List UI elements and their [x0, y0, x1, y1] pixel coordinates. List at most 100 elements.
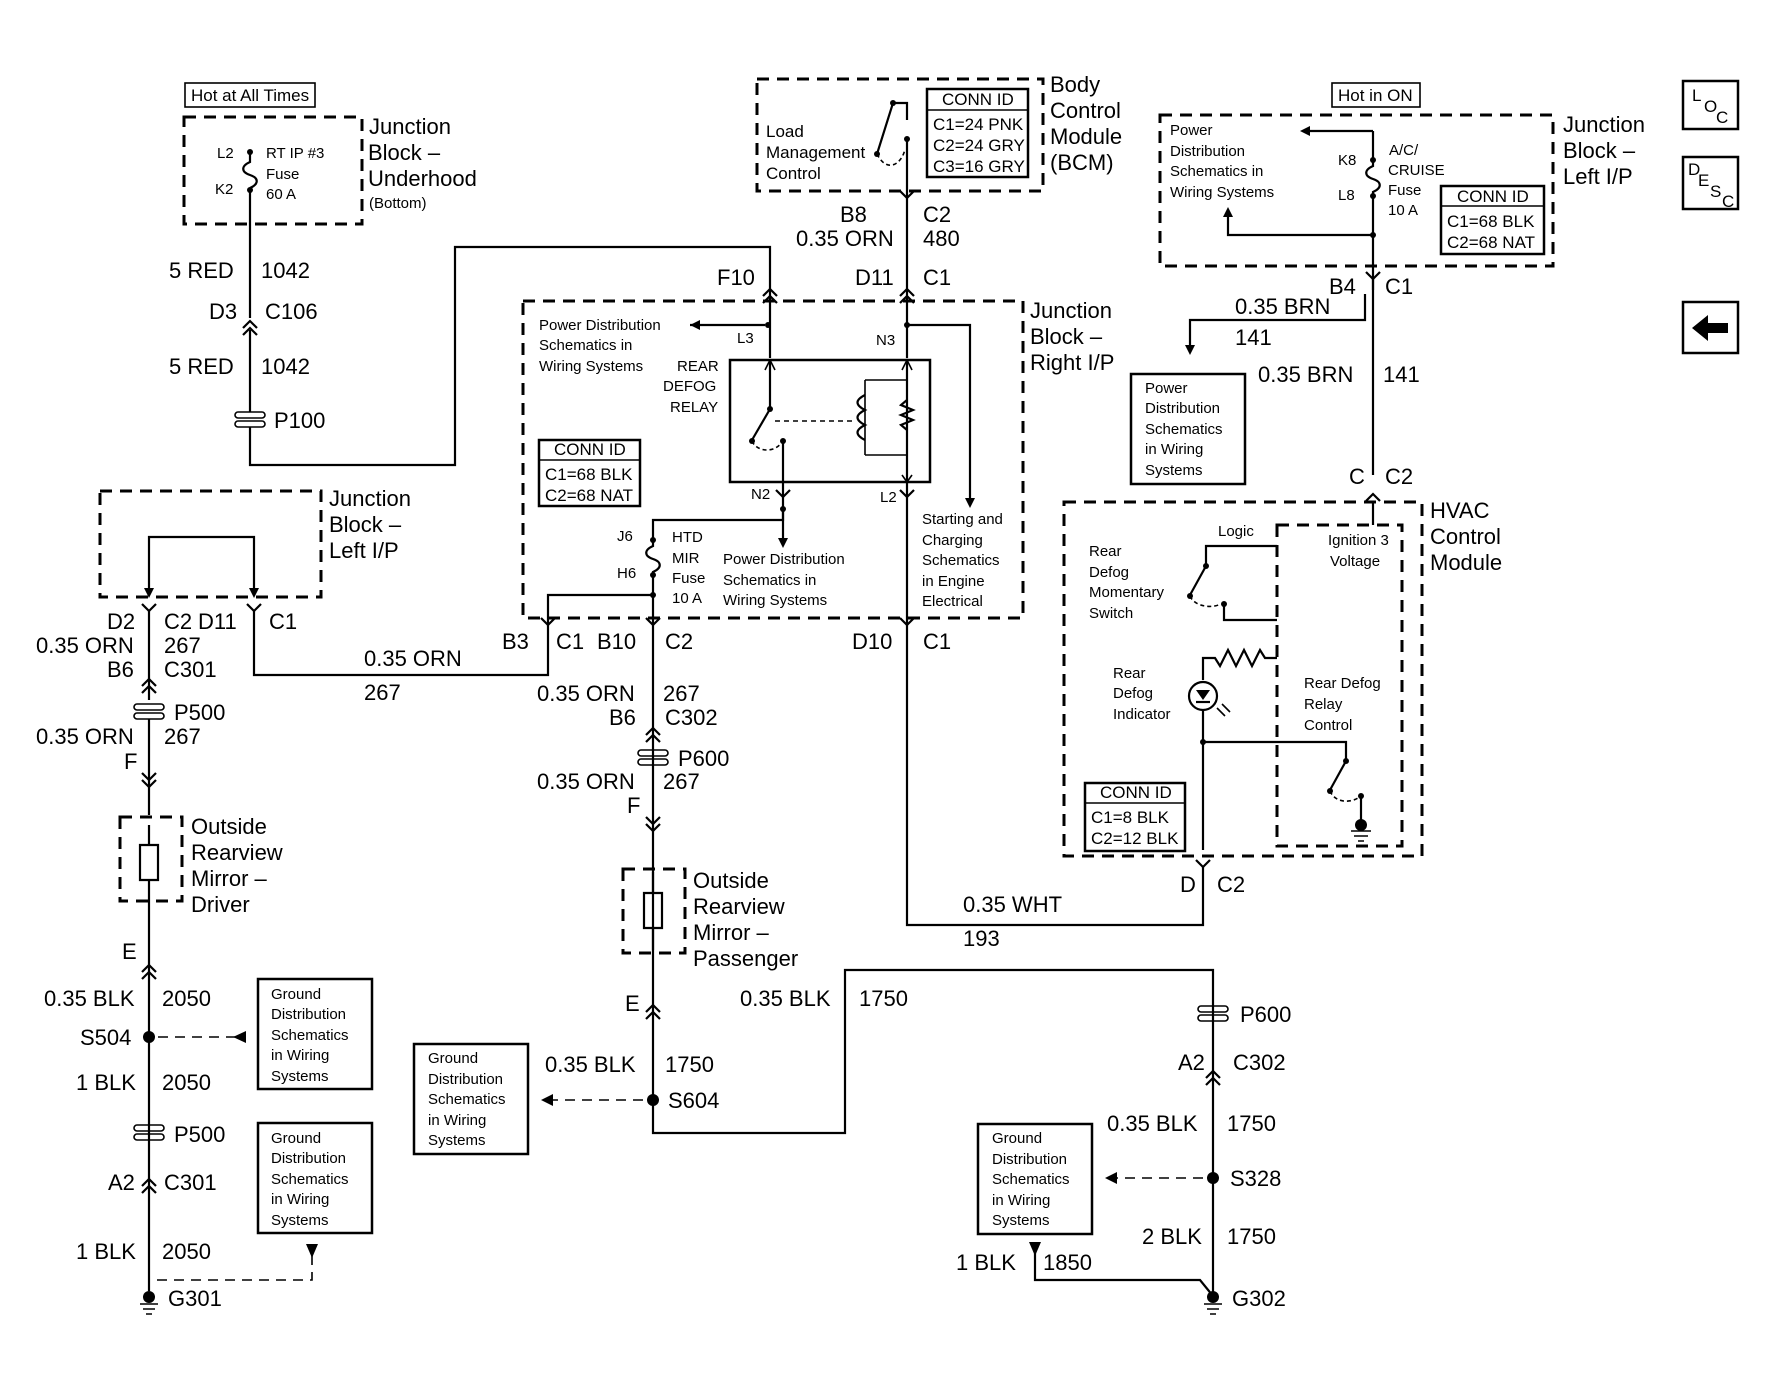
- left-arrow-icon: [1692, 315, 1728, 341]
- svg-text:Wiring Systems: Wiring Systems: [1170, 184, 1274, 201]
- bcm-label: Body Control Module (BCM): [1050, 72, 1122, 175]
- svg-text:Charging: Charging: [922, 532, 983, 549]
- hvac-connector-id: CONN ID C1=8 BLK C2=12 BLK: [1083, 781, 1187, 853]
- gds-link-3: Ground Distribution Schematics in Wiring…: [412, 1042, 530, 1156]
- svg-text:Fuse: Fuse: [672, 570, 705, 587]
- svg-text:Indicator: Indicator: [1113, 706, 1171, 723]
- svg-text:Distribution: Distribution: [428, 1071, 503, 1088]
- svg-text:CONN ID: CONN ID: [1100, 783, 1172, 802]
- svg-text:Junction: Junction: [1563, 112, 1645, 137]
- splice-s328: S328: [1230, 1166, 1281, 1191]
- rear-defog-indicator: Rear Defog Indicator: [1113, 647, 1277, 850]
- back-button[interactable]: [1681, 300, 1740, 355]
- connector-c2-d: C2: [1217, 872, 1245, 897]
- circuit-267: 267: [663, 681, 700, 706]
- svg-text:E: E: [1698, 171, 1709, 190]
- desc-button[interactable]: D E S C: [1681, 155, 1740, 211]
- pass-through-p500-b: P500: [133, 1122, 225, 1147]
- circuit-1750: 1750: [1227, 1111, 1276, 1136]
- svg-text:Block –: Block –: [1030, 324, 1103, 349]
- pin-h6: H6: [617, 565, 636, 582]
- loc-button[interactable]: L O C: [1681, 79, 1740, 131]
- starting-charging-link: Starting and Charging Schematics in Engi…: [922, 511, 1003, 610]
- connector-c2-d2: C2: [164, 609, 192, 634]
- junction-block-right-ip-label: Junction Block – Right I/P: [1030, 298, 1114, 375]
- svg-text:Systems: Systems: [271, 1212, 329, 1229]
- ignition3-section: [1275, 523, 1404, 848]
- wire-color-035orn: 0.35 ORN: [537, 681, 635, 706]
- pin-d11-mid: D11: [198, 609, 237, 634]
- wire-color-035orn: 0.35 ORN: [537, 769, 635, 794]
- circuit-2050: 2050: [162, 1239, 211, 1264]
- connector-c1: C1: [923, 265, 951, 290]
- svg-text:O: O: [1704, 97, 1717, 116]
- pin-d: D: [1180, 872, 1196, 897]
- svg-text:C2=12 BLK: C2=12 BLK: [1091, 829, 1179, 848]
- hot-at-all-times-label: Hot at All Times: [184, 82, 316, 108]
- circuit-1750: 1750: [859, 986, 908, 1011]
- junction-block-underhood-label: Junction Block – Underhood (Bottom): [368, 114, 477, 212]
- pin-d2: D2: [107, 609, 135, 634]
- pin-b4: B4: [1329, 274, 1356, 299]
- svg-text:C1=68 BLK: C1=68 BLK: [545, 465, 633, 484]
- connector-c1-d10: C1: [923, 629, 951, 654]
- svg-text:P500: P500: [174, 1122, 225, 1147]
- svg-text:Passenger: Passenger: [693, 946, 798, 971]
- svg-text:Body: Body: [1050, 72, 1100, 97]
- ground-g301: G301: [140, 1286, 222, 1315]
- svg-text:Module: Module: [1430, 550, 1502, 575]
- bcm-connector-id: CONN ID C1=24 PNK C2=24 GRY C3=16 GRY: [925, 87, 1030, 179]
- svg-text:Schematics: Schematics: [922, 552, 1000, 569]
- svg-text:Fuse: Fuse: [1388, 182, 1421, 199]
- wire-color-035brn: 0.35 BRN: [1258, 362, 1353, 387]
- svg-text:Relay: Relay: [1304, 696, 1343, 713]
- svg-text:Hot in ON: Hot in ON: [1338, 86, 1413, 105]
- svg-text:Power Distribution: Power Distribution: [539, 317, 661, 334]
- svg-text:Ground: Ground: [271, 986, 321, 1003]
- svg-text:Rear Defog: Rear Defog: [1304, 675, 1381, 692]
- wire-color-5red: 5 RED: [169, 258, 234, 283]
- pin-a2-b: A2: [1178, 1050, 1205, 1075]
- svg-text:Block –: Block –: [1563, 138, 1636, 163]
- connector-c301-b: C301: [164, 1170, 217, 1195]
- connector-c1-mid: C1: [269, 609, 297, 634]
- svg-text:Systems: Systems: [1145, 462, 1203, 479]
- pin-k8: K8: [1338, 152, 1356, 169]
- svg-text:Schematics: Schematics: [271, 1171, 349, 1188]
- svg-text:Underhood: Underhood: [368, 166, 477, 191]
- svg-text:Systems: Systems: [992, 1212, 1050, 1229]
- circuit-267: 267: [663, 769, 700, 794]
- svg-text:Management: Management: [766, 143, 866, 162]
- svg-text:HVAC: HVAC: [1430, 498, 1490, 523]
- svg-text:Wiring Systems: Wiring Systems: [723, 592, 827, 609]
- svg-text:(Bottom): (Bottom): [369, 195, 427, 212]
- svg-text:L: L: [1692, 86, 1701, 105]
- hvac-label: HVAC Control Module: [1430, 498, 1502, 575]
- svg-text:(BCM): (BCM): [1050, 150, 1114, 175]
- ac-cruise-fuse: [1365, 160, 1381, 196]
- svg-text:Distribution: Distribution: [271, 1006, 346, 1023]
- outside-mirror-driver: Outside Rearview Mirror – Driver: [118, 814, 283, 917]
- svg-text:Wiring Systems: Wiring Systems: [539, 358, 643, 375]
- gds-link-1: Ground Distribution Schematics in Wiring…: [256, 977, 374, 1091]
- circuit-2050: 2050: [162, 986, 211, 1011]
- svg-text:P500: P500: [174, 700, 225, 725]
- ignition3-label: Ignition 3 Voltage: [1328, 532, 1389, 570]
- connector-c106-symbol: [242, 319, 258, 336]
- svg-text:P600: P600: [678, 746, 729, 771]
- wire-color-035blk: 0.35 BLK: [740, 986, 831, 1011]
- svg-text:Control: Control: [1304, 717, 1352, 734]
- wire-color-035orn: 0.35 ORN: [796, 226, 894, 251]
- logic-label: Logic: [1218, 523, 1254, 540]
- circuit-2050: 2050: [162, 1070, 211, 1095]
- svg-text:10 A: 10 A: [672, 590, 702, 607]
- svg-text:MIR: MIR: [672, 550, 700, 567]
- junction-block-left-ip-mid-label: Junction Block – Left I/P: [329, 486, 411, 563]
- pin-d3: D3: [209, 299, 237, 324]
- pin-b3: B3: [502, 629, 529, 654]
- svg-text:Driver: Driver: [191, 892, 250, 917]
- outside-mirror-passenger: Outside Rearview Mirror – Passenger: [621, 867, 798, 971]
- circuit-141: 141: [1383, 362, 1420, 387]
- load-management-label: Load Management Control: [766, 122, 866, 183]
